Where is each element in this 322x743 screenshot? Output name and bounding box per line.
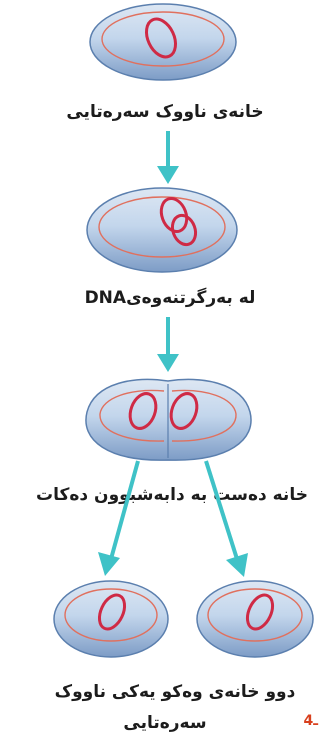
cell-stage4-right: [197, 581, 313, 657]
arrow-down-icon: [157, 131, 179, 184]
caption-stage2-dna: DNA: [85, 288, 127, 308]
page-marker: 4ـ: [303, 713, 318, 729]
arrow-down-right-icon: [206, 461, 248, 577]
caption-stage4-line2: سەرەتایی: [123, 713, 206, 733]
cell-stage1: [90, 4, 236, 80]
cell-stage3: [86, 379, 251, 460]
caption-stage2-prefix: لە بەرگرتنەوەی: [126, 287, 255, 308]
arrow-down-left-icon: [98, 461, 138, 576]
cell-stage2: [87, 188, 237, 272]
cell-stage4-left: [54, 581, 168, 657]
caption-stage2: DNAلە بەرگرتنەوەی: [85, 287, 256, 308]
caption-stage4-line1: دوو خانەی وەکو یەکی ناووک: [55, 682, 296, 702]
caption-stage3: خانە دەست بە دابەشبوون دەکات: [36, 485, 308, 505]
arrow-down-icon: [157, 317, 179, 372]
caption-stage1: خانەی ناووک سەرەتایی: [66, 102, 263, 122]
